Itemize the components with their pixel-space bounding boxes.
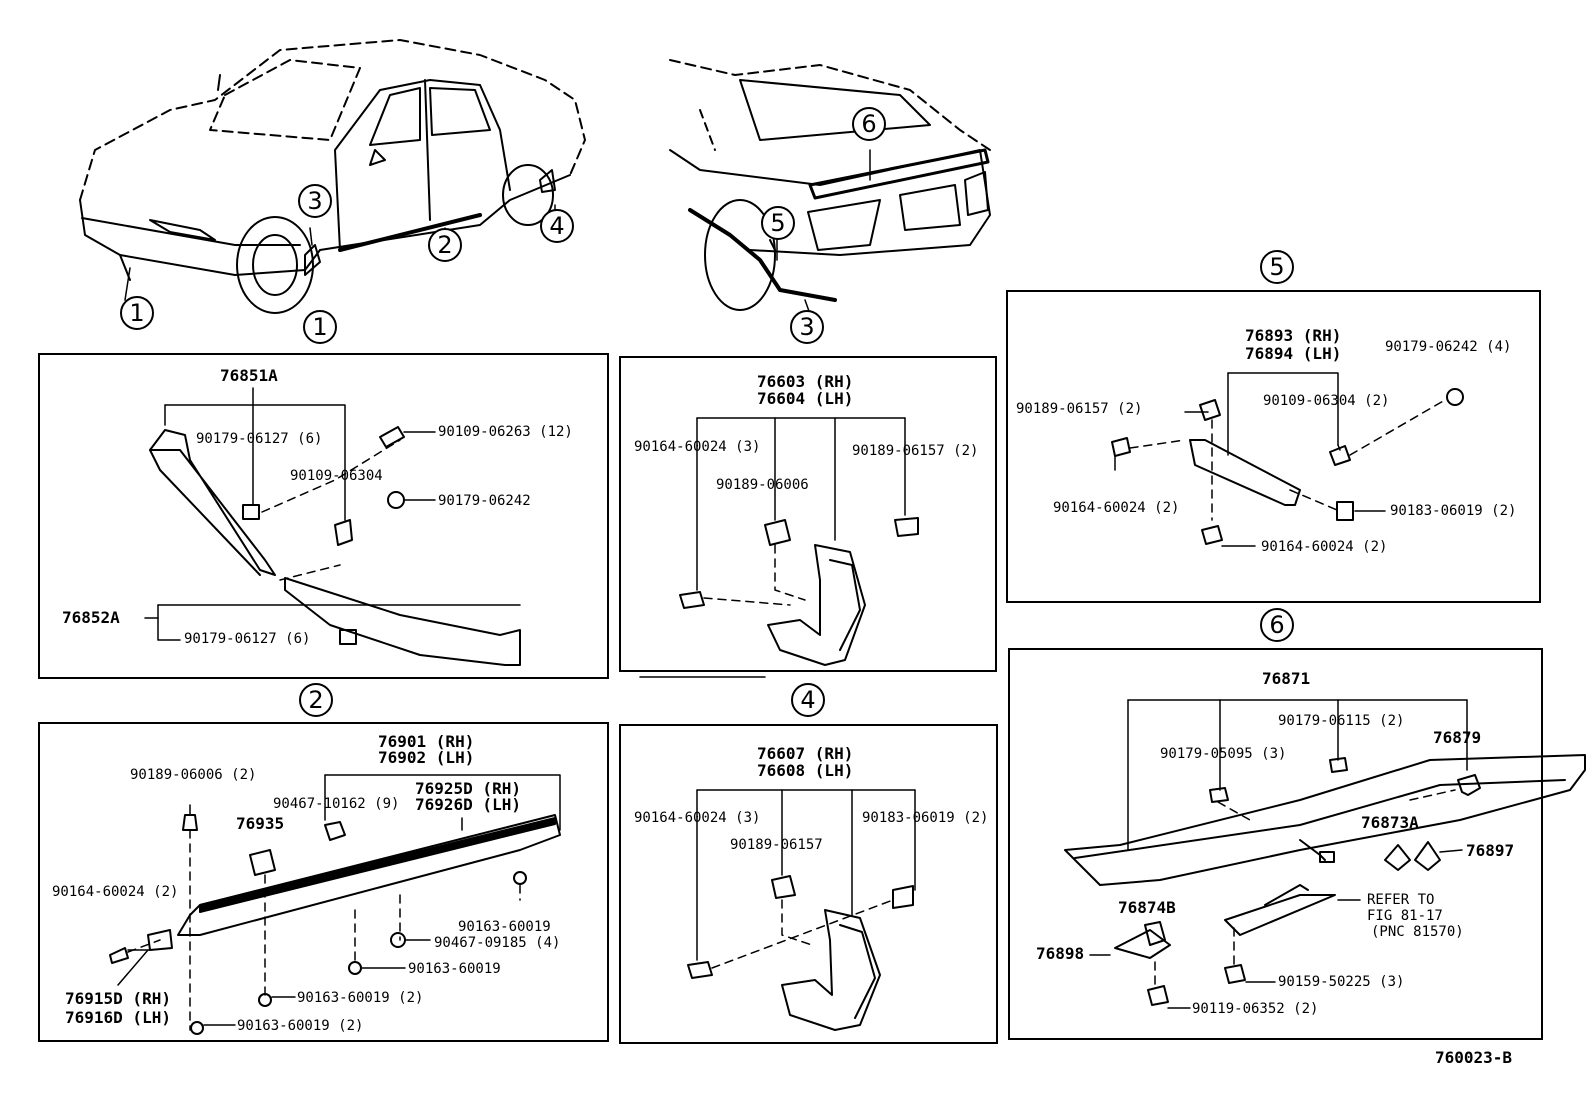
panel4-art: [687, 789, 916, 1031]
p5-label-90183-06019: 90183-06019 (2): [1390, 503, 1517, 519]
p2-label-90163-60019-a: 90163-60019: [458, 919, 551, 935]
p6-label-pnc-81570: (PNC 81570): [1371, 924, 1464, 940]
p2-label-90163-60019-b: 90163-60019: [408, 961, 501, 977]
p5-label-90109-06304: 90109-06304 (2): [1263, 393, 1390, 409]
drawing-code: 760023-B: [1435, 1048, 1513, 1067]
p3-label-90164-60024: 90164-60024 (3): [634, 439, 761, 455]
callout-6-panel: 6: [1260, 608, 1294, 642]
panel-front-mudguard: [619, 356, 997, 672]
p5-label-90164-60024-a: 90164-60024 (2): [1053, 500, 1180, 516]
panel-front-spoiler: [38, 353, 609, 679]
p2-label-90467-09185: 90467-09185 (4): [434, 935, 561, 951]
p3-label-76603: 76603 (RH): [757, 372, 854, 391]
panel6-art: [1064, 699, 1586, 1009]
p3-label-76604: 76604 (LH): [757, 389, 854, 408]
p3-label-90189-06006: 90189-06006: [716, 477, 809, 493]
callout-5-car: 5: [761, 206, 795, 240]
panel-rear-spoiler: [1008, 648, 1543, 1040]
p2-label-90467-10162: 90467-10162 (9): [273, 796, 400, 812]
p1-label-90109-06263: 90109-06263 (12): [438, 424, 573, 440]
p3-label-90189-06157: 90189-06157 (2): [852, 443, 979, 459]
panel1-art: [144, 387, 521, 666]
p2-label-76915d: 76915D (RH): [65, 989, 171, 1008]
p5-label-90179-06242: 90179-06242 (4): [1385, 339, 1512, 355]
p1-label-90109-06304: 90109-06304: [290, 468, 383, 484]
callout-1-front-right: 1: [303, 310, 337, 344]
callout-2-panel: 2: [299, 683, 333, 717]
p6-label-76873a: 76873A: [1361, 813, 1419, 832]
p2-label-76916d: 76916D (LH): [65, 1008, 171, 1027]
p6-label-fig-81-17: FIG 81-17: [1367, 908, 1443, 924]
p1-label-90179-06127-b: 90179-06127 (6): [184, 631, 311, 647]
p4-label-90183-06019: 90183-06019 (2): [862, 810, 989, 826]
panel-rear-spat: [1006, 290, 1541, 603]
p2-label-76935: 76935: [236, 814, 285, 833]
panel-rocker-molding: [38, 722, 609, 1042]
p6-label-76898: 76898: [1036, 944, 1085, 963]
p5-label-76893: 76893 (RH): [1245, 326, 1342, 345]
p2-label-90164-60024: 90164-60024 (2): [52, 884, 179, 900]
callout-4-panel: 4: [791, 683, 825, 717]
p1-label-90179-06242: 90179-06242: [438, 493, 531, 509]
p2-label-90163-60019-d: 90163-60019 (2): [237, 1018, 364, 1034]
p2-label-76926d: 76926D (LH): [415, 795, 521, 814]
p6-label-refer-to: REFER TO: [1367, 892, 1435, 908]
p4-label-90164-60024: 90164-60024 (3): [634, 810, 761, 826]
p2-label-76925d: 76925D (RH): [415, 779, 521, 798]
p6-label-76874b: 76874B: [1118, 898, 1176, 917]
p6-label-76871: 76871: [1262, 669, 1311, 688]
callout-3-car-rear: 3: [790, 310, 824, 344]
p5-label-90189-06157: 90189-06157 (2): [1016, 401, 1143, 417]
rear-car-illustration: [669, 59, 991, 311]
callout-2-car: 2: [428, 228, 462, 262]
p2-label-90163-60019-c: 90163-60019 (2): [297, 990, 424, 1006]
callout-6-car: 6: [852, 107, 886, 141]
p4-label-76607: 76607 (RH): [757, 744, 854, 763]
p6-label-90119-06352: 90119-06352 (2): [1192, 1001, 1319, 1017]
p5-label-90164-60024-b: 90164-60024 (2): [1261, 539, 1388, 555]
callout-5-panel: 5: [1260, 250, 1294, 284]
p5-label-76894: 76894 (LH): [1245, 344, 1342, 363]
callout-4-car: 4: [540, 209, 574, 243]
p2-label-76902: 76902 (LH): [378, 748, 475, 767]
panel2-art: [109, 774, 561, 1035]
p6-label-90179-06115: 90179-06115 (2): [1278, 713, 1405, 729]
p2-label-76901: 76901 (RH): [378, 732, 475, 751]
p6-label-90179-05095: 90179-05095 (3): [1160, 746, 1287, 762]
p6-label-90159-50225: 90159-50225 (3): [1278, 974, 1405, 990]
p1-label-76852a: 76852A: [62, 608, 120, 627]
callout-1-front-left: 1: [120, 296, 154, 330]
p6-label-76897: 76897: [1466, 841, 1515, 860]
panel-rear-mudguard: [619, 724, 998, 1044]
p1-label-76851a: 76851A: [220, 366, 278, 385]
front-car-illustration: [79, 39, 586, 314]
p2-label-90189-06006: 90189-06006 (2): [130, 767, 257, 783]
p4-label-76608: 76608 (LH): [757, 761, 854, 780]
p4-label-90189-06157: 90189-06157: [730, 837, 823, 853]
panel5-art: [1111, 372, 1464, 547]
p6-label-76879: 76879: [1433, 728, 1482, 747]
panel3-art: [679, 417, 919, 666]
callout-3-car-front: 3: [298, 184, 332, 218]
p1-label-90179-06127-a: 90179-06127 (6): [196, 431, 323, 447]
